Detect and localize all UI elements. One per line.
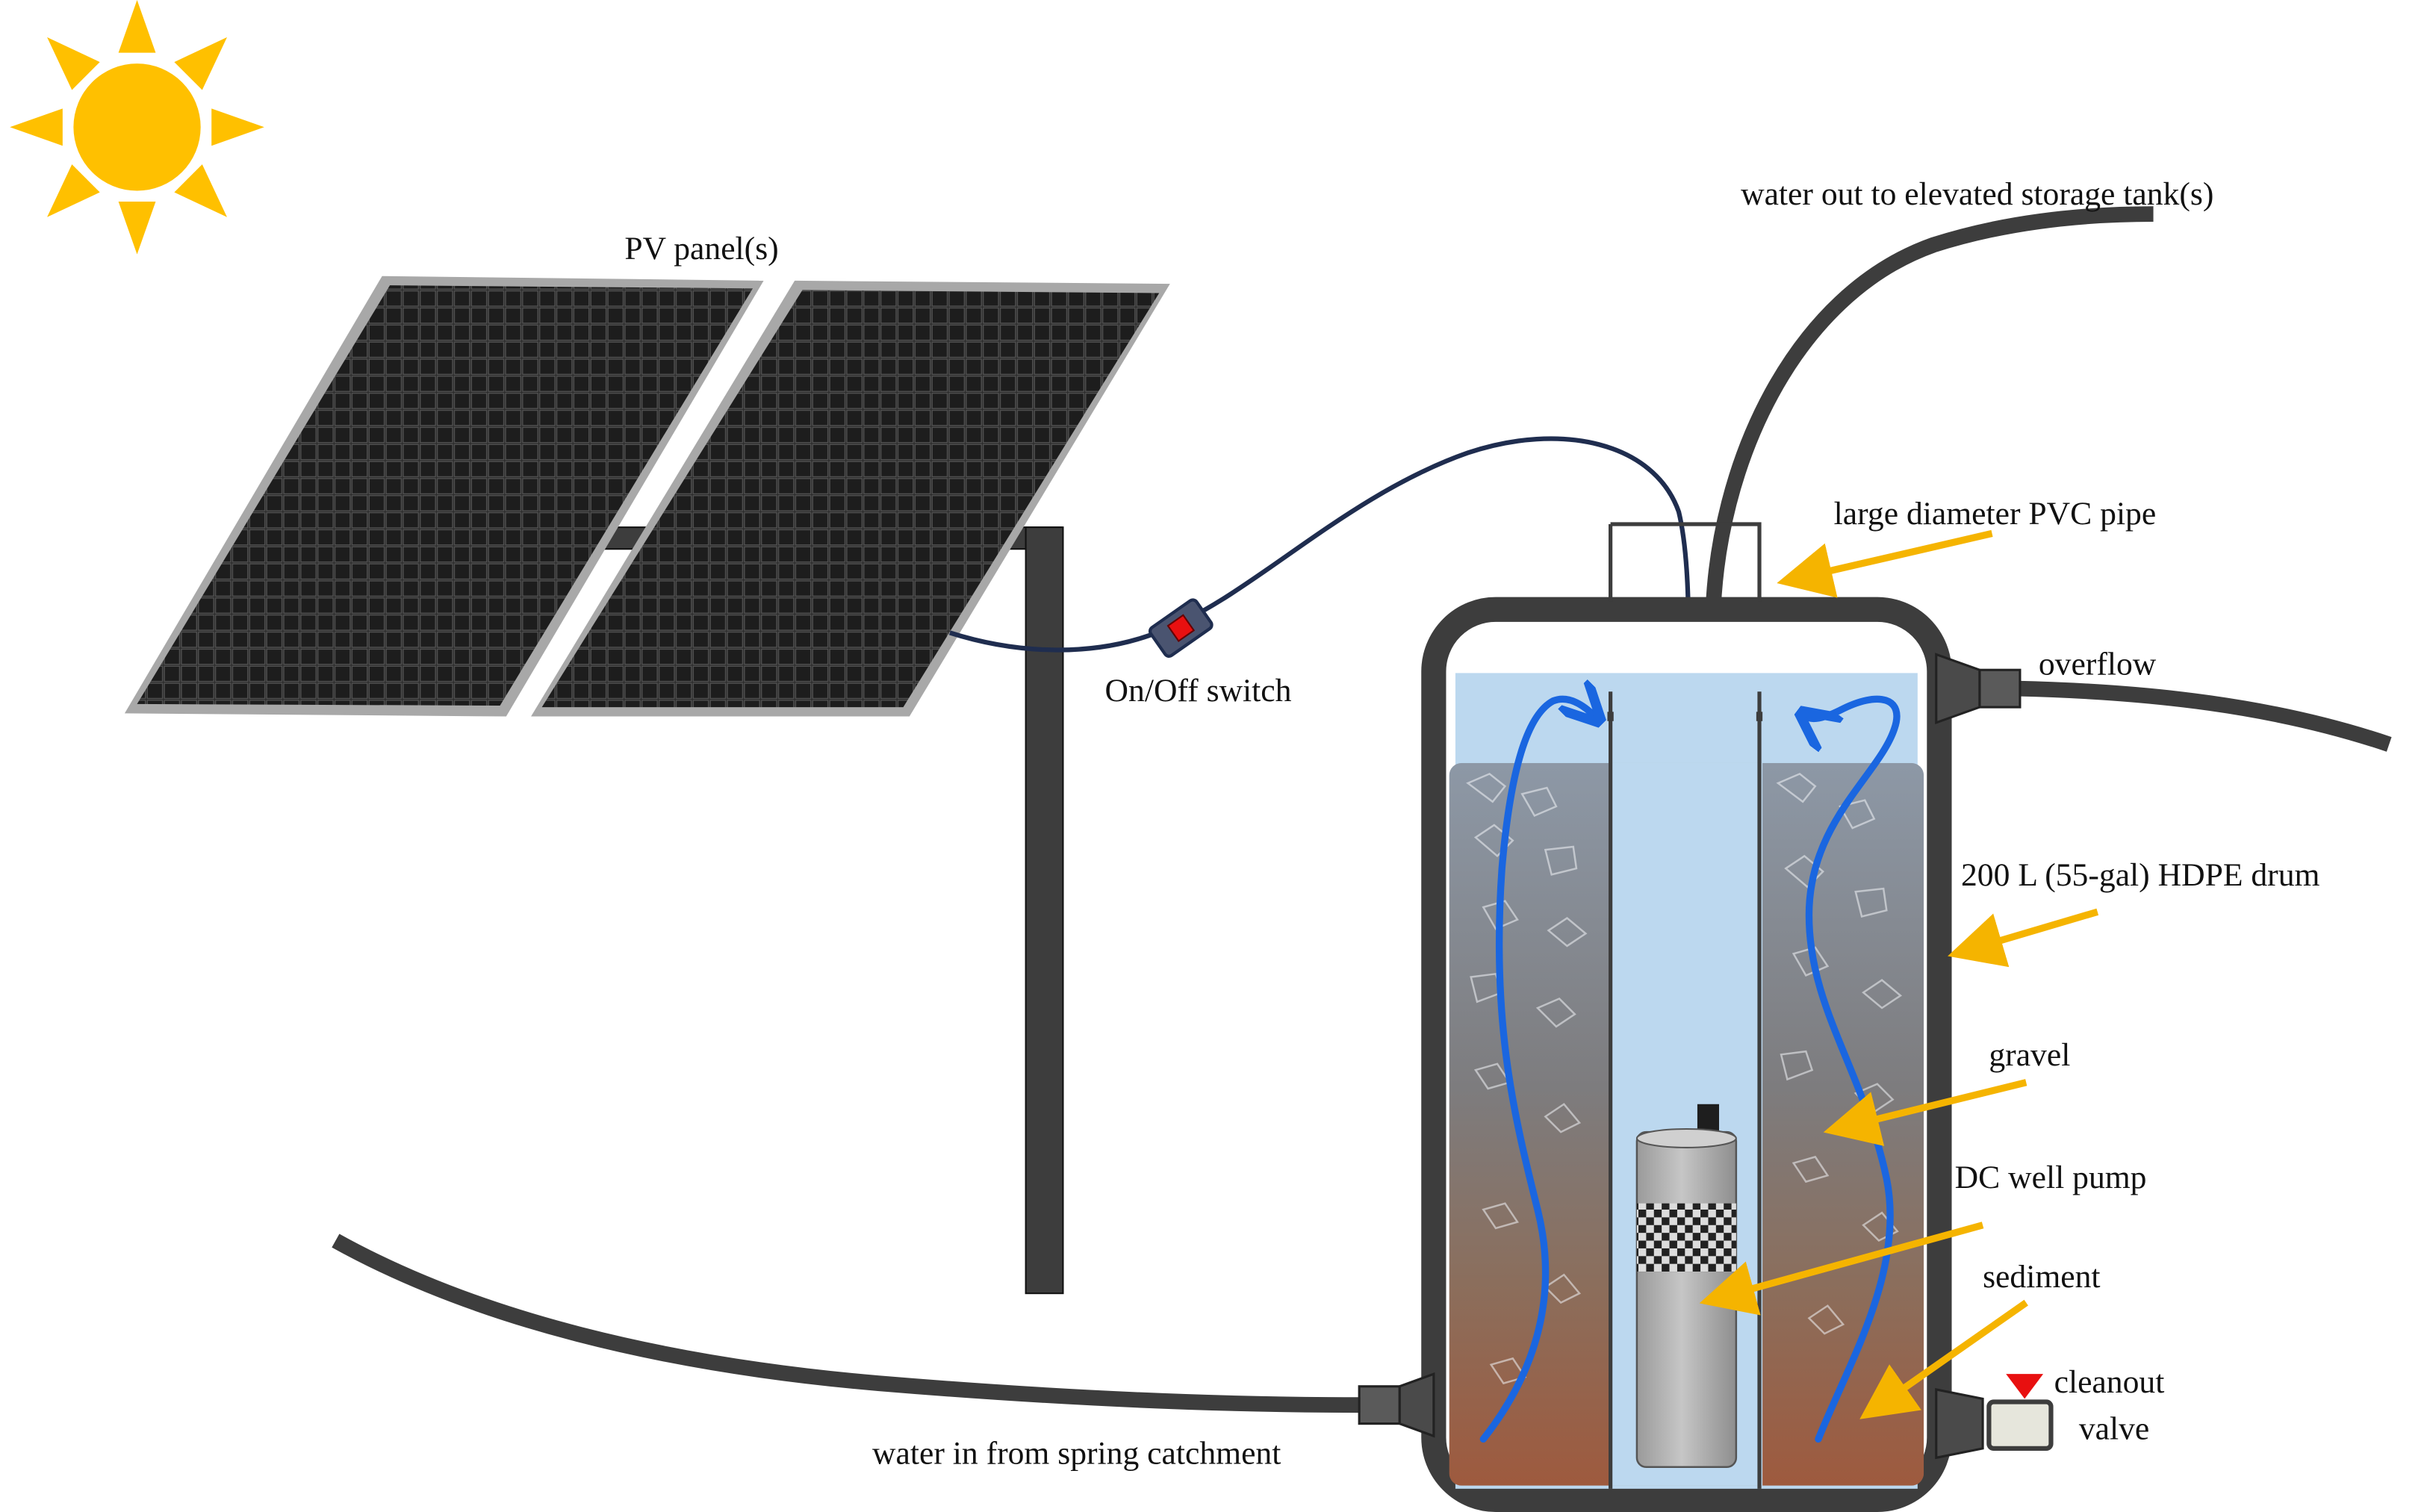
pv-panels — [124, 276, 1170, 717]
label-gravel: gravel — [1989, 1037, 2070, 1073]
label-pump: DC well pump — [1955, 1160, 2147, 1195]
label-cleanout-line2: valve — [2079, 1410, 2149, 1446]
leader-arrows — [1699, 529, 2099, 1419]
leader-pump — [1699, 1222, 1984, 1316]
sun-icon — [10, 0, 264, 255]
leader-drum — [1948, 908, 2099, 968]
water-in-hose — [332, 1233, 1363, 1413]
label-drum: 200 L (55-gal) HDPE drum — [1961, 857, 2320, 893]
valve-icon — [1935, 1374, 2054, 1460]
overflow-hose — [2016, 680, 2392, 752]
label-sediment: sediment — [1983, 1259, 2100, 1295]
water-flow-arrows — [1479, 699, 1901, 1443]
label-cleanout-line1: cleanout — [2054, 1364, 2165, 1400]
label-pv-panels: PV panel(s) — [624, 231, 778, 267]
water-out-hose — [1705, 206, 2154, 1120]
overflow-fitting — [1935, 653, 2022, 725]
dc-well-pump — [1635, 1104, 1738, 1469]
label-pvc-pipe: large diameter PVC pipe — [1834, 496, 2157, 532]
leader-pvc-pipe — [1777, 529, 1993, 598]
leader-gravel — [1823, 1079, 2027, 1146]
label-switch: On/Off switch — [1105, 673, 1292, 709]
leader-sediment — [1859, 1299, 2028, 1419]
toggle-switch-icon — [1148, 598, 1214, 658]
label-water-out: water out to elevated storage tank(s) — [1741, 176, 2213, 212]
inlet-fitting — [1358, 1372, 1435, 1438]
valve-handle — [2006, 1374, 2044, 1399]
label-water-in: water in from spring catchment — [872, 1436, 1281, 1472]
label-overflow: overflow — [2039, 646, 2157, 682]
